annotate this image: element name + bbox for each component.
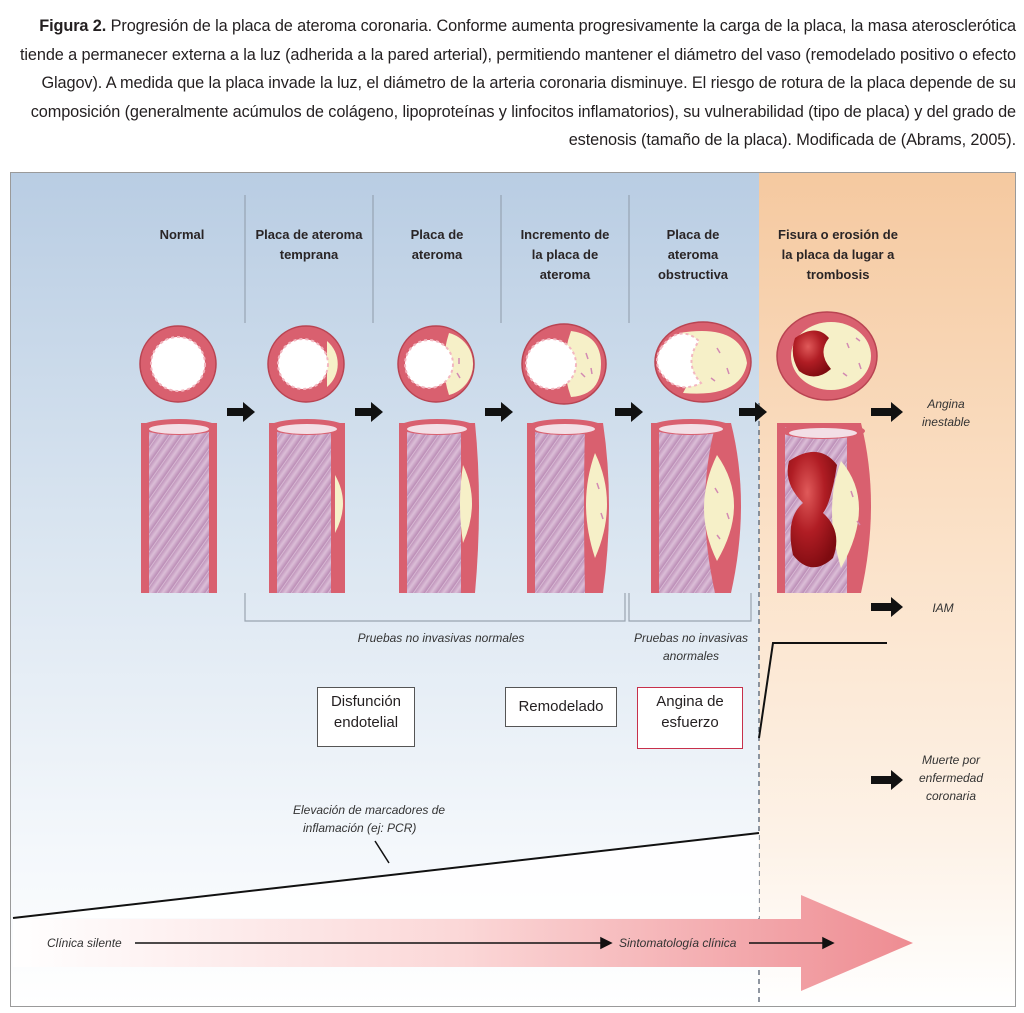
arrow-icon <box>485 402 513 422</box>
diagram-artwork <box>12 195 913 1006</box>
vessel-obstructive <box>651 419 741 593</box>
vessel-normal <box>141 419 217 593</box>
cross-section-thrombosis <box>776 311 878 401</box>
arrow-icon <box>871 770 903 790</box>
cross-section-obstructive <box>654 321 752 403</box>
vessel-early <box>269 419 345 593</box>
clinical-symptoms-label: Sintomatología clínica <box>619 936 737 950</box>
arrow-icon <box>871 597 903 617</box>
stage-label-normal: Normal <box>159 227 205 242</box>
stage-arrows <box>227 402 903 790</box>
vessel-atheroma <box>399 419 479 593</box>
column-separators <box>244 195 630 323</box>
arrow-icon <box>227 402 255 422</box>
arrow-icon <box>822 936 835 950</box>
outcome-iam: IAM <box>932 601 954 615</box>
cross-section-normal <box>139 325 217 403</box>
marker-pointer <box>374 840 390 864</box>
arrow-icon <box>615 402 643 422</box>
vessel-thrombosis <box>777 423 871 593</box>
cross-section-increasing <box>521 323 607 405</box>
event-step-line <box>758 642 887 739</box>
box-remodelado: Remodelado <box>505 687 617 727</box>
arrow-icon <box>739 402 767 422</box>
figure-caption: Figura 2. Progresión de la placa de ater… <box>8 12 1016 155</box>
test-brackets <box>244 593 752 622</box>
vessel-increasing <box>527 419 609 593</box>
cross-section-early <box>267 325 345 403</box>
cross-section-atheroma <box>397 325 475 403</box>
arrow-icon <box>871 402 903 422</box>
clinical-silent-label: Clínica silente <box>47 936 122 950</box>
inflammation-wedge-edge <box>12 832 760 919</box>
arrow-icon <box>600 936 613 950</box>
caption-text: Progresión de la placa de ateroma corona… <box>19 17 1016 149</box>
clinical-arrows <box>135 936 835 950</box>
tests-normal-label: Pruebas no invasivas normales <box>357 631 525 645</box>
caption-label: Figura 2. <box>39 17 107 35</box>
arrow-icon <box>355 402 383 422</box>
